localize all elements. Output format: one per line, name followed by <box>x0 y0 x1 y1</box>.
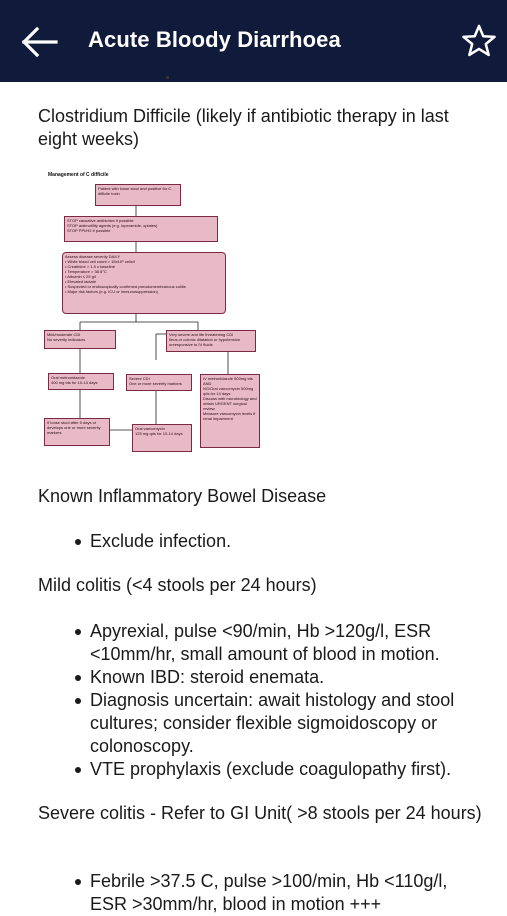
list-item: VTE prophylaxis (exclude coagulopathy fi… <box>38 758 488 781</box>
arrow-left-icon <box>21 26 58 58</box>
scroll-indicator <box>166 76 169 79</box>
flowchart-title: Management of C difficile <box>48 172 109 178</box>
flow-box-if-loose-stool: If loose stool after 5 days or develops … <box>44 418 110 446</box>
content-scroll[interactable]: Clostridium Difficile (likely if antibio… <box>0 76 507 914</box>
app-bar: Acute Bloody Diarrhoea <box>0 0 507 82</box>
flow-box-oral-metronidazole: Oral metronidazole 400 mg tds for 10-14 … <box>48 373 114 390</box>
back-button[interactable] <box>20 24 60 60</box>
severe-colitis-list: Febrile >37.5 C, pulse >100/min, Hb <110… <box>38 870 488 916</box>
list-item: Exclude infection. <box>38 530 488 553</box>
flow-box-iv-metronidazole: IV metronidazole 500mg tds AND NG/Oral v… <box>200 374 260 448</box>
flow-box-mild: Mild/moderate CDI No severity indicators <box>44 330 116 349</box>
favorite-button[interactable] <box>460 22 498 60</box>
mild-colitis-list: Apyrexial, pulse <90/min, Hb >120g/l, ES… <box>38 620 488 781</box>
section-heading-c-difficile: Clostridium Difficile (likely if antibio… <box>38 106 449 149</box>
flow-box-severe: Severe CDI One or more severity markers <box>126 374 192 391</box>
list-item: Diagnosis uncertain: await histology and… <box>38 689 488 758</box>
section-heading-ibd: Known Inflammatory Bowel Disease <box>38 486 327 506</box>
section-heading-mild-colitis: Mild colitis (<4 stools per 24 hours) <box>38 575 317 595</box>
flowchart-connectors <box>79 206 229 431</box>
ibd-list: Exclude infection. <box>38 530 488 553</box>
list-item: Known IBD: steroid enemata. <box>38 666 488 689</box>
flow-box-stop: STOP causative antibiotics if possible S… <box>64 216 218 242</box>
list-item: Febrile >37.5 C, pulse >100/min, Hb <110… <box>38 870 488 916</box>
star-outline-icon <box>462 24 496 57</box>
section-heading-severe-colitis: Severe colitis - Refer to GI Unit( >8 st… <box>38 803 482 823</box>
c-difficile-flowchart: Management of C difficile Patient with l… <box>38 172 268 457</box>
flow-box-oral-vancomycin: Oral vancomycin 125 mg qds for 10-14 day… <box>132 424 192 452</box>
page-title: Acute Bloody Diarrhoea <box>88 27 341 52</box>
flow-box-assess: Assess disease severity DAILY • White bl… <box>62 252 226 314</box>
list-item: Apyrexial, pulse <90/min, Hb >120g/l, ES… <box>38 620 488 666</box>
flow-box-start: Patient with loose stool and positive fo… <box>95 184 181 206</box>
flow-box-very-severe: Very severe and life threatening CDI Ile… <box>166 330 256 352</box>
